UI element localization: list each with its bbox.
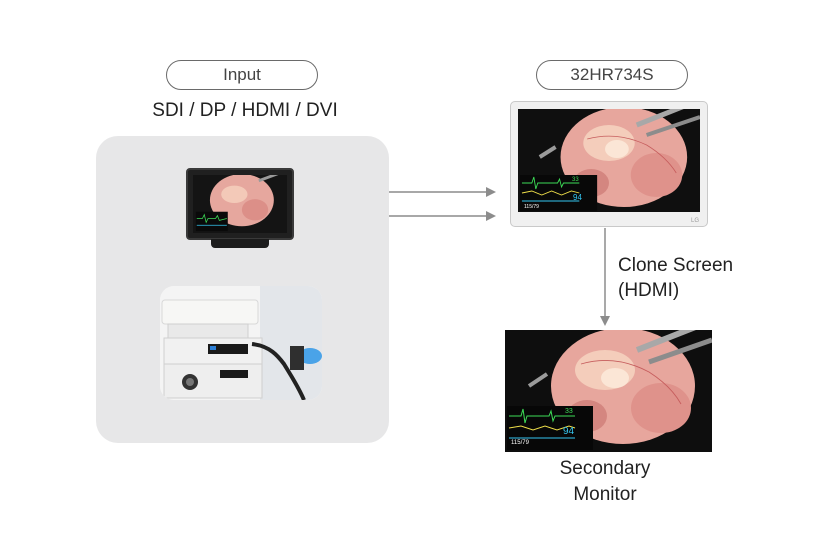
input-sources-label: SDI / DP / HDMI / DVI bbox=[152, 100, 338, 121]
main-vitals-value-b: 94 bbox=[573, 193, 582, 202]
secondary-monitor-line2: Monitor bbox=[573, 484, 637, 505]
main-vitals-bp: 115/79 bbox=[524, 204, 539, 210]
secondary-vitals-value-b: 94 bbox=[563, 426, 575, 437]
secondary-monitor: 33 94 115/79 bbox=[505, 330, 712, 452]
secondary-monitor-label: Secondary Monitor bbox=[530, 456, 680, 508]
model-pill: 32HR734S bbox=[536, 60, 688, 90]
endoscopy-cart-image bbox=[160, 286, 322, 400]
clone-screen-label: Clone Screen (HDMI) bbox=[618, 253, 733, 303]
secondary-monitor-line1: Secondary bbox=[559, 458, 651, 479]
clone-screen-line1: Clone Screen bbox=[618, 255, 734, 276]
main-monitor: 33 94 115/79 LG bbox=[510, 101, 708, 227]
main-screen-image bbox=[518, 109, 700, 212]
secondary-screen-image bbox=[505, 330, 712, 452]
clone-screen-line2: (HDMI) bbox=[618, 280, 680, 301]
main-monitor-screen: 33 94 115/79 bbox=[518, 109, 700, 212]
tablet-monitor bbox=[186, 168, 294, 240]
tablet-stand bbox=[211, 239, 269, 248]
secondary-vitals-bp: 115/79 bbox=[511, 440, 529, 446]
input-pill: Input bbox=[166, 60, 318, 90]
tablet-screen-image bbox=[193, 175, 287, 233]
secondary-vitals-value-a: 33 bbox=[565, 408, 573, 415]
model-pill-label: 32HR734S bbox=[570, 65, 654, 84]
main-vitals-value-a: 33 bbox=[572, 177, 579, 183]
lg-logo: LG bbox=[690, 218, 699, 224]
endoscopy-tower-drawing bbox=[160, 286, 322, 400]
input-pill-label: Input bbox=[223, 65, 261, 84]
